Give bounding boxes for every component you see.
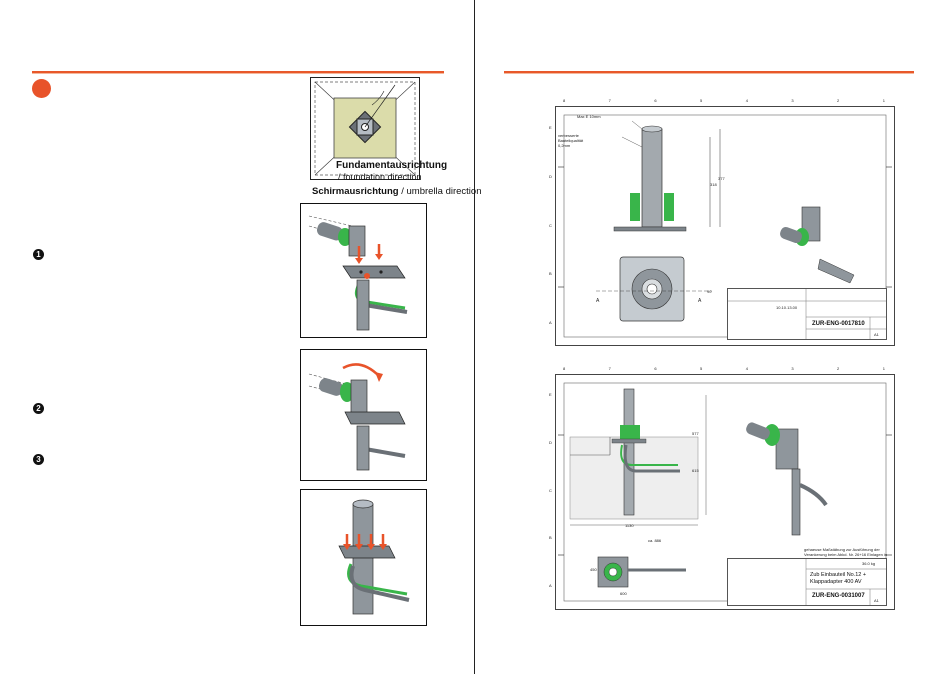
zone-number: 3: [791, 98, 794, 103]
drawing2-title-grid: [805, 559, 886, 605]
drawing2-dim-small: 450: [590, 567, 597, 572]
drawing1-dim-side: 90: [707, 289, 712, 294]
zone-number: 7: [608, 366, 611, 371]
section-label-a-right: A: [698, 298, 702, 304]
drawing2-dim-foot: 600: [620, 591, 627, 596]
step3-assembly-graphic: [338, 499, 410, 615]
zone-number: 7: [608, 98, 611, 103]
drawing1-zone-letters-left: E D C B A: [549, 125, 552, 325]
umbrella-direction-caption: Schirmausrichtung / umbrella direction: [312, 186, 481, 197]
zone-letter: B: [549, 271, 552, 277]
drawing1-zone-numbers-top: 8 7 6 5 4 3 2 1: [563, 98, 885, 103]
section-marker-dot: [32, 79, 51, 98]
drawing2-title-line1: Zub Einbauteil No.12 +: [810, 572, 867, 578]
zone-number: 1: [882, 366, 885, 371]
drawing2-number: ZUR-ENG-0031007: [812, 593, 865, 599]
drawing1-dim-total: 377: [718, 176, 725, 181]
zone-number: 5: [700, 366, 703, 371]
drawing2-dim-width: 1130: [625, 523, 634, 528]
right-header-rule: [504, 71, 914, 74]
section-label-a-left: A: [596, 298, 600, 304]
foundation-label-en: / foundation direction: [338, 172, 422, 182]
drawing2-title-block: 36.0 kg Zub Einbauteil No.12 + Klappadap…: [727, 558, 887, 606]
drawing1-title-grid: [728, 289, 886, 339]
step-number-2: 2: [33, 403, 44, 414]
zone-letter: E: [549, 392, 552, 397]
step2-assembly-graphic: [308, 363, 406, 471]
zone-number: 8: [563, 366, 566, 371]
step2-illustration: [300, 349, 427, 481]
orientation-diagram: [310, 77, 420, 180]
foundation-label-de: Fundamentausrichtung: [336, 160, 448, 171]
drawing1-sheet: A1: [874, 332, 879, 337]
zone-letter: C: [549, 487, 552, 493]
zone-number: 3: [791, 366, 794, 371]
zone-number: 6: [654, 366, 657, 371]
zone-number: 2: [837, 98, 840, 103]
umbrella-label-de: Schirmausrichtung: [312, 186, 399, 197]
zone-number: 8: [563, 98, 566, 103]
drawing2-dim-below: 615: [692, 468, 699, 473]
drawing2-dim-depth: 577: [692, 431, 699, 436]
drawing1-title-block: 10.10.13.00 ZUR-ENG-0017810 A1: [727, 288, 887, 340]
drawing2-sheet: A1: [874, 598, 879, 603]
drawing2-graphic: [558, 382, 892, 602]
step1-assembly-graphic: [308, 215, 408, 331]
zone-letter: B: [549, 535, 552, 541]
drawing1-date: 10.10.13.00: [776, 305, 798, 310]
drawing1-note-max: Max E 10mm: [577, 114, 601, 119]
orientation-diagram-graphic: [310, 77, 420, 180]
zone-letter: E: [549, 125, 552, 130]
zone-number: 4: [745, 366, 748, 371]
drawing1-number: ZUR-ENG-0017810: [812, 321, 865, 327]
zone-letter: A: [549, 583, 552, 588]
zone-letter: C: [549, 222, 552, 228]
step-number-3: 3: [33, 454, 44, 465]
drawing2-weight: 36.0 kg: [862, 561, 876, 566]
drawing1-graphic: [558, 114, 892, 338]
umbrella-label-en: / umbrella direction: [401, 186, 482, 197]
zone-number: 4: [745, 98, 748, 103]
drawing2-zone-numbers-top: 8 7 6 5 4 3 2 1: [563, 366, 885, 371]
zone-letter: D: [549, 439, 552, 445]
drawing1-note-quality: verbesserte Bauteilqualität 0,2mm: [558, 133, 584, 148]
zone-letter: D: [549, 173, 552, 179]
zone-number: 5: [700, 98, 703, 103]
zone-letter: A: [549, 320, 552, 325]
drawing1-dim-partial: 318: [710, 182, 717, 187]
page-gutter-line: [474, 0, 475, 674]
step3-illustration: [300, 489, 427, 626]
step1-illustration: [300, 203, 427, 338]
zone-number: 6: [654, 98, 657, 103]
drawing2-dim-top: ca. 886: [648, 538, 662, 543]
left-header-rule: [32, 71, 444, 74]
zone-number: 1: [882, 98, 885, 103]
step-number-1: 1: [33, 249, 44, 260]
drawing2-zone-letters-left: E D C B A: [549, 392, 552, 588]
drawing2-title-line2: Klappadapter 400 AV: [810, 579, 862, 585]
zone-number: 2: [837, 366, 840, 371]
